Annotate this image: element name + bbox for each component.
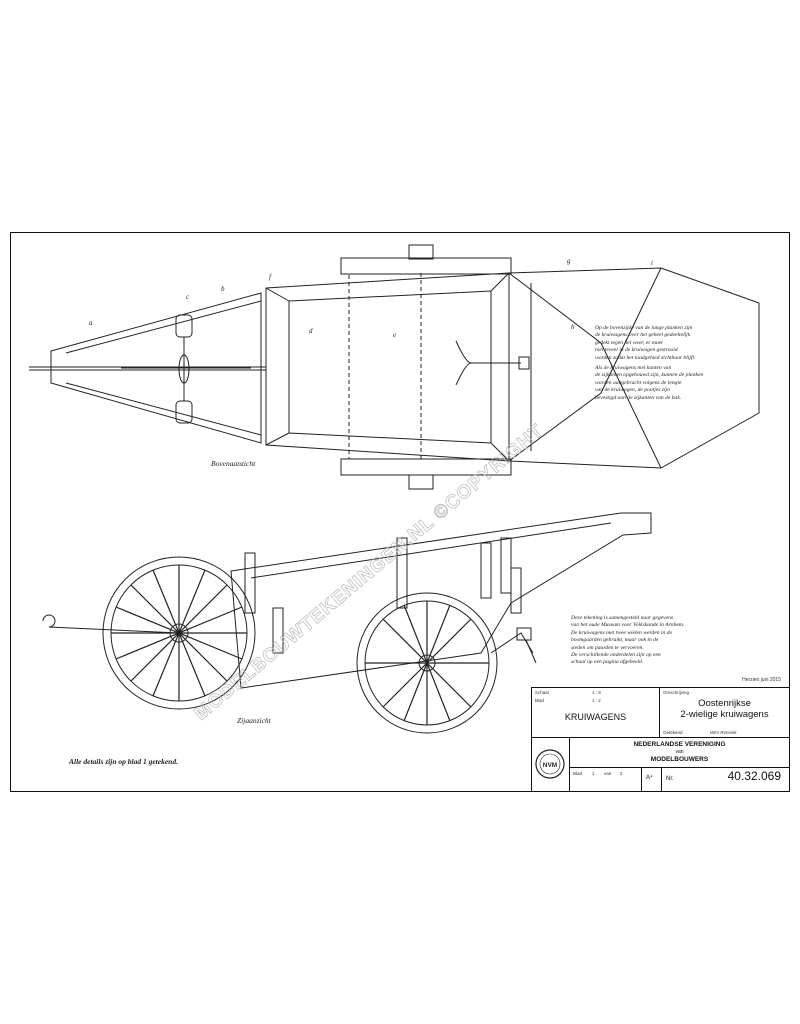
drawing-value: 1 : 2 <box>592 698 601 703</box>
drawing-number: 40.32.069 <box>727 769 781 783</box>
category-text: KRUIWAGENS <box>564 712 627 722</box>
of-label: van <box>604 771 612 776</box>
note-line: niet teveel in de kruiwagen gestrooid <box>595 347 678 354</box>
note-line: Deze tekening is samengesteld naar gegev… <box>571 615 674 621</box>
note-line: de zijkanten opgebouwd zijn, kunnen de p… <box>595 372 704 379</box>
drawing-label: Blad <box>535 698 545 703</box>
note-line: de kruiwagens over het geheel gedeelteli… <box>595 332 691 339</box>
note-line: De verschillende onderdelen zijn op een <box>571 652 661 659</box>
of-value: 2 <box>620 771 623 776</box>
scale-value: 1 : 8 <box>592 690 601 695</box>
note-line: Als de kruiwagens met kanten van <box>595 365 672 372</box>
logo-text: NVM <box>543 762 557 769</box>
part-letter-g: g <box>567 257 571 265</box>
drawing-title: Oostenrijkse 2-wielige kruiwagens <box>660 698 789 720</box>
side-view-caption: Zijaanzicht <box>237 716 271 725</box>
author-name: Wim Rensink <box>710 730 737 735</box>
part-letter-d: d <box>309 327 313 335</box>
organisation-cell: NEDERLANDSE VERENIGING van MODELBOUWERS <box>570 738 790 768</box>
note-line: bevestigd aan de zijkanten van de bak. <box>595 394 682 401</box>
org-line-3: MODELBOUWERS <box>650 756 709 763</box>
part-letter-f: f <box>269 273 272 281</box>
number-label: Nr. <box>666 776 674 782</box>
note-line: schaal op een pagina afgebeeld. <box>571 659 644 666</box>
note-line: van de kruiwagen, de pootjes zijn <box>595 387 670 394</box>
note-line: gedekt tegen het weer, er moet <box>595 339 663 346</box>
technical-drawing: a b c d e f g h i MODELBOUWTEKENINGEN.NL… <box>29 244 760 734</box>
notes-top: Op de bovenzijde van de lange planken zi… <box>595 325 775 402</box>
note-line: worden aangebracht volgens de lengte <box>595 379 682 386</box>
drawing-sheet: a b c d e f g h i MODELBOUWTEKENINGEN.NL… <box>10 232 790 792</box>
part-letter-c: c <box>186 293 190 301</box>
org-line-1: NEDERLANDSE VERENIGING <box>633 741 726 748</box>
notes-side: Deze tekening is samengesteld naar gegev… <box>571 615 771 667</box>
note-line: Op de bovenzijde van de lange planken zi… <box>595 325 693 331</box>
note-line: worden zodat het laadgebied zichtbaar bl… <box>595 354 696 361</box>
part-letter-a: a <box>89 319 93 327</box>
side-view-drawing <box>42 512 652 734</box>
part-letter-h: h <box>571 323 575 331</box>
org-line-2: van <box>675 749 684 755</box>
scale-label: Schaal <box>535 690 549 695</box>
note-line: steden om paarden te vervoeren. <box>571 644 644 651</box>
logo-cell: NVM <box>532 738 570 792</box>
sheet-label: Blad <box>573 771 583 776</box>
paper-size: A⁴ <box>646 775 653 781</box>
top-view-drawing <box>29 244 760 490</box>
part-letter-e: e <box>393 331 396 339</box>
note-line: boomgaarden gebruikt, maar ook in de <box>571 637 659 644</box>
note-line: De kruiwagens met twee wielen werden in … <box>571 629 672 636</box>
note-line: van het oude Museum voor Volkskunde in A… <box>571 622 685 629</box>
description-cell: Omschrijving Oostenrijkse 2-wielige krui… <box>660 688 790 738</box>
scale-cell: Schaal 1 : 8 Blad 1 : 2 KRUIWAGENS <box>532 688 660 738</box>
description-label: Omschrijving <box>663 690 690 695</box>
title-block: Schaal 1 : 8 Blad 1 : 2 KRUIWAGENS Omsch… <box>531 687 790 792</box>
part-letter-b: b <box>221 285 225 293</box>
title-line-2: 2-wielige kruiwagens <box>680 709 769 720</box>
nvm-logo: NVM <box>535 749 565 779</box>
author-label: Getekend <box>663 730 683 735</box>
size-cell: A⁴ <box>642 768 662 792</box>
part-letter-i: i <box>651 259 653 267</box>
sheet-value: 1 <box>592 771 595 776</box>
number-cell: Nr. 40.32.069 <box>662 768 790 792</box>
sheet-cell: Blad 1 van 2 <box>570 768 642 792</box>
title-line-1: Oostenrijkse <box>698 698 751 709</box>
top-view-caption: Bovenaanzicht <box>211 459 256 468</box>
revision-note: Herzien juni 2015 <box>742 677 781 683</box>
details-note: Alle details zijn op blad 1 getekend. <box>69 757 178 766</box>
